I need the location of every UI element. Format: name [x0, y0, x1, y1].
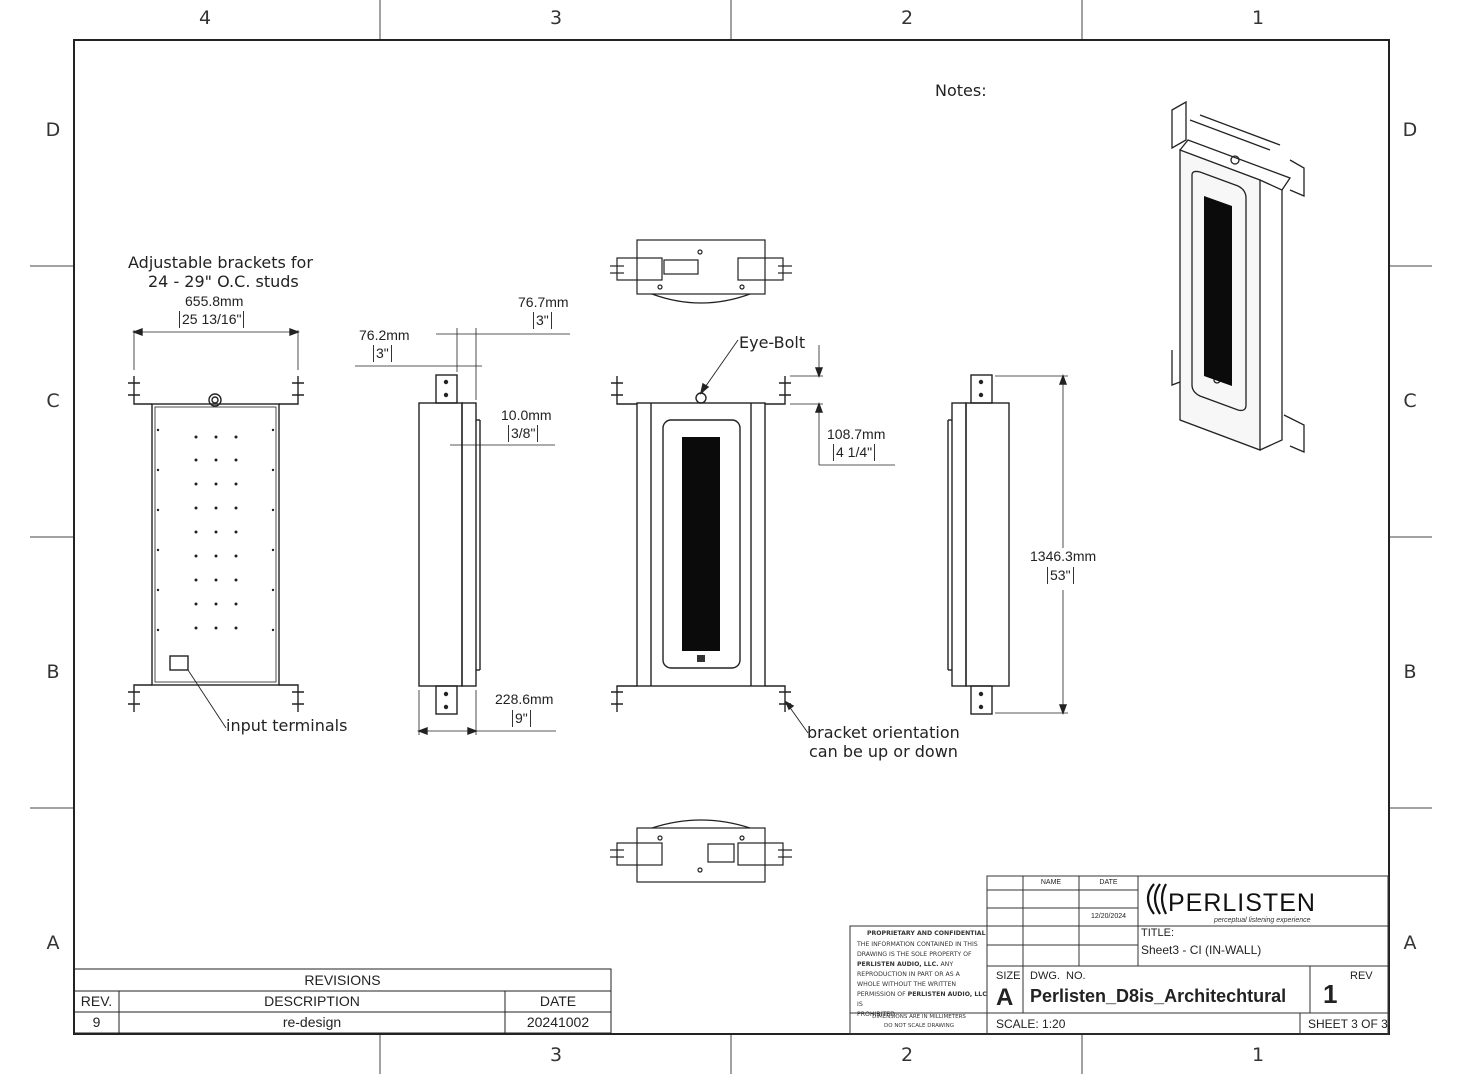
- side-view: [355, 328, 570, 736]
- zone-right-b: B: [1403, 661, 1417, 683]
- tb-rev-label: REV: [1350, 970, 1373, 982]
- confidential-line-4: REPRODUCTION IN PART OR AS A: [857, 971, 960, 978]
- rev-header-rev: REV.: [80, 993, 113, 1009]
- zone-left-d: D: [45, 119, 61, 141]
- dim-bracket-depth2-mm: 76.7mm: [518, 294, 569, 310]
- dim-grille-depth-mm: 10.0mm: [501, 407, 552, 423]
- dim-width-in: 25 13/16": [179, 311, 245, 328]
- zone-top-3: 3: [549, 7, 563, 29]
- confidential-line-6-end: IS: [857, 1001, 863, 1008]
- iso-grille-slot: [1204, 196, 1232, 386]
- dim-body-depth-mm: 228.6mm: [495, 691, 554, 707]
- confidential-line-7: PROHIBITED.: [857, 1011, 897, 1018]
- front-grille-slot: [682, 437, 720, 651]
- zone-bottom-3: 3: [549, 1044, 563, 1066]
- zone-top-2: 2: [900, 7, 914, 29]
- dim-grille-depth-in: 3/8": [508, 425, 539, 442]
- bracket-note-line2: 24 - 29" O.C. studs: [148, 272, 299, 291]
- rev-row-description: re-design: [282, 1014, 342, 1030]
- perlisten-logo-mark: [1146, 883, 1167, 915]
- zone-right-c: C: [1403, 390, 1417, 412]
- front-view: [611, 339, 895, 734]
- input-terminals-label: input terminals: [226, 716, 348, 735]
- rev-header-description: DESCRIPTION: [264, 993, 360, 1009]
- tb-title-value: Sheet3 - CI (IN-WALL): [1141, 943, 1262, 957]
- back-view: [128, 327, 304, 729]
- dim-bracket-depth-mm: 76.2mm: [359, 327, 410, 343]
- tb-title-label: TITLE:: [1141, 927, 1175, 939]
- bracket-orientation-line1: bracket orientation: [807, 723, 960, 742]
- confidential-line-1: THE INFORMATION CONTAINED IN THIS: [857, 941, 978, 948]
- back-view-dots: [156, 428, 275, 632]
- dim-body-depth-in: 9": [512, 710, 531, 727]
- confidential-line-6: PERMISSION OF: [857, 991, 908, 998]
- zone-bottom-1: 1: [1251, 1044, 1265, 1066]
- bracket-orientation-line2: can be up or down: [809, 742, 958, 761]
- zone-left-c: C: [46, 390, 60, 412]
- right-side-view: [947, 374, 1068, 715]
- tb-scale: SCALE: 1:20: [996, 1017, 1066, 1031]
- bottom-view: [610, 819, 792, 883]
- confidential-line-5: WHOLE WITHOUT THE WRITTEN: [857, 981, 957, 988]
- confidential-footer-2: DO NOT SCALE DRAWING: [884, 1023, 954, 1029]
- revisions-table: REVISIONS REV. DESCRIPTION DATE 9 re-des…: [74, 969, 611, 1033]
- confidential-line-2: DRAWING IS THE SOLE PROPERTY OF: [857, 951, 972, 958]
- tb-rev-value: 1: [1323, 979, 1338, 1009]
- isometric-view: [1171, 100, 1305, 453]
- eye-bolt-label: Eye-Bolt: [739, 333, 806, 352]
- confidential-heading: PROPRIETARY AND CONFIDENTIAL: [867, 930, 986, 937]
- tb-size-label: SIZE: [996, 970, 1021, 982]
- dim-width-mm: 655.8mm: [185, 293, 244, 309]
- notes-label: Notes:: [935, 81, 987, 100]
- dim-height-in: 53": [1047, 567, 1074, 584]
- rev-header-date: DATE: [539, 993, 577, 1009]
- dim-bracket-offset-mm: 108.7mm: [827, 426, 886, 442]
- perlisten-logo-text: PERLISTEN: [1168, 889, 1316, 917]
- zone-right-a: A: [1403, 932, 1417, 954]
- rev-row-rev: 9: [92, 1014, 101, 1030]
- tb-dwg-no-label: DWG. NO.: [1030, 970, 1086, 982]
- top-view: [610, 239, 792, 304]
- drawing-border: [73, 39, 1390, 1035]
- zone-top-4: 4: [198, 7, 212, 29]
- tb-sheet: SHEET 3 OF 3: [1308, 1017, 1388, 1031]
- confidential-line-3: ANY: [938, 961, 954, 968]
- dim-bracket-depth-in: 3": [373, 345, 392, 362]
- confidential-company-2: PERLISTEN AUDIO, LLC: [907, 991, 987, 998]
- zone-bottom-2: 2: [900, 1044, 914, 1066]
- dim-bracket-depth2-in: 3": [533, 312, 552, 329]
- bracket-note-line1: Adjustable brackets for: [128, 253, 313, 272]
- revisions-title: REVISIONS: [304, 972, 381, 988]
- confidential-notice: PROPRIETARY AND CONFIDENTIAL THE INFORMA…: [851, 926, 987, 1032]
- confidential-footer-1: DIMENSIONS ARE IN MILLIMETERS: [872, 1014, 966, 1020]
- rev-row-date: 20241002: [526, 1014, 590, 1030]
- dim-height-mm: 1346.3mm: [1030, 548, 1097, 564]
- zone-left-b: B: [46, 661, 60, 683]
- confidential-company-1: PERLISTEN AUDIO, LLC.: [857, 961, 939, 968]
- tb-name-header: NAME: [1040, 879, 1062, 886]
- tb-dwg-no-value: Perlisten_D8is_Architechtural: [1030, 986, 1287, 1006]
- tb-date-value: 12/20/2024: [1090, 913, 1127, 920]
- zone-right-d: D: [1402, 119, 1418, 141]
- tb-date-header: DATE: [1099, 879, 1118, 886]
- dim-bracket-offset-in: 4 1/4": [833, 444, 876, 461]
- perlisten-logo-tagline: perceptual listening experience: [1214, 917, 1311, 924]
- tb-size-value: A: [996, 984, 1014, 1011]
- zone-top-1: 1: [1251, 7, 1265, 29]
- zone-left-a: A: [46, 932, 60, 954]
